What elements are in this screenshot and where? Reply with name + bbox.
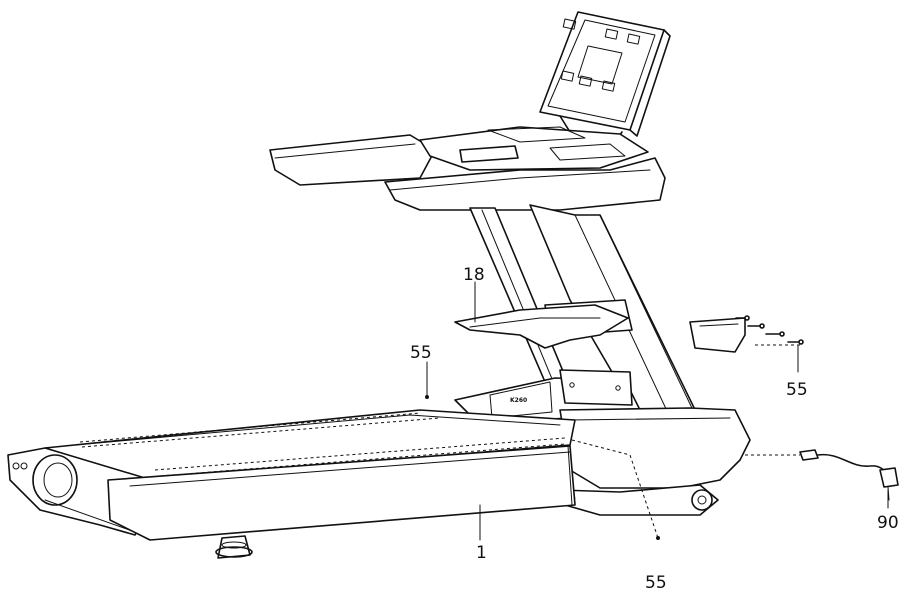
part-18-motor-hood-cover [454, 304, 629, 349]
model-mark: K260 [510, 397, 527, 404]
power-cord-part-90 [745, 449, 899, 501]
leader-lines [426, 281, 889, 541]
running-deck [7, 409, 576, 559]
front-base-housing [554, 407, 751, 516]
callout-part-55-bottom: 55 [645, 573, 667, 592]
handlebar-assembly [269, 126, 666, 211]
callout-part-55-left: 55 [410, 343, 432, 363]
callout-part-1: 1 [476, 543, 487, 563]
screws-part-55 [425, 315, 804, 540]
callout-part-55-right: 55 [786, 380, 808, 400]
console-display [539, 11, 671, 143]
callout-labels: 18 55 55 1 55 90 [410, 265, 899, 592]
callout-part-18: 18 [463, 265, 485, 285]
callout-part-90: 90 [877, 513, 899, 533]
side-bracket [689, 317, 746, 353]
